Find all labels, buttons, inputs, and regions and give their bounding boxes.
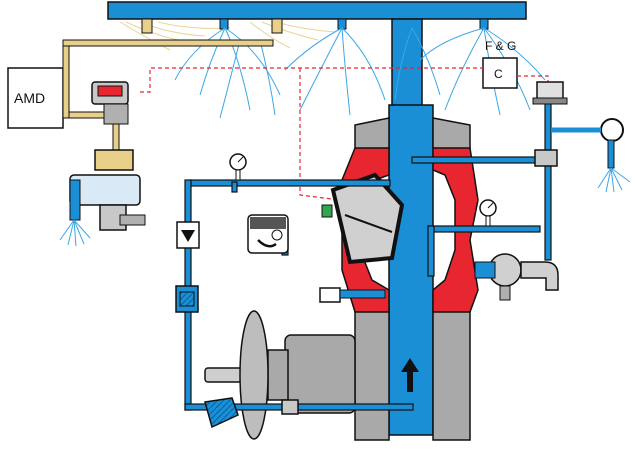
signal-wiring	[140, 67, 549, 201]
left-spray	[59, 219, 91, 247]
overhead-sprinkler-pipe	[107, 1, 527, 110]
air-supply-line	[62, 39, 274, 163]
pressure-gauge-icon	[229, 153, 497, 227]
fire-and-gas-controller: F & G C	[482, 39, 518, 89]
manual-release-icon	[247, 214, 289, 254]
pilot-actuator	[69, 149, 146, 231]
amd-label: AMD	[14, 90, 45, 106]
test-valve	[281, 399, 299, 415]
check-valve-icon	[176, 221, 200, 249]
retard-chamber	[474, 253, 559, 301]
valve-clapper	[330, 172, 405, 265]
solenoid-valve-icon	[91, 81, 129, 125]
fg-label: F & G	[485, 39, 516, 53]
right-trim-valve	[534, 149, 558, 167]
controller-label: C	[494, 67, 503, 81]
strainer-icon	[175, 285, 199, 313]
right-spray	[597, 167, 631, 193]
y-strainer	[204, 397, 239, 429]
alarm-device-icon	[532, 81, 624, 169]
latch-indicator	[321, 204, 333, 218]
flow-arrow-icon	[401, 358, 419, 392]
drain-solenoid	[319, 287, 386, 303]
amd-unit: AMD	[7, 67, 64, 129]
sprinkler-head-icon	[141, 18, 489, 34]
